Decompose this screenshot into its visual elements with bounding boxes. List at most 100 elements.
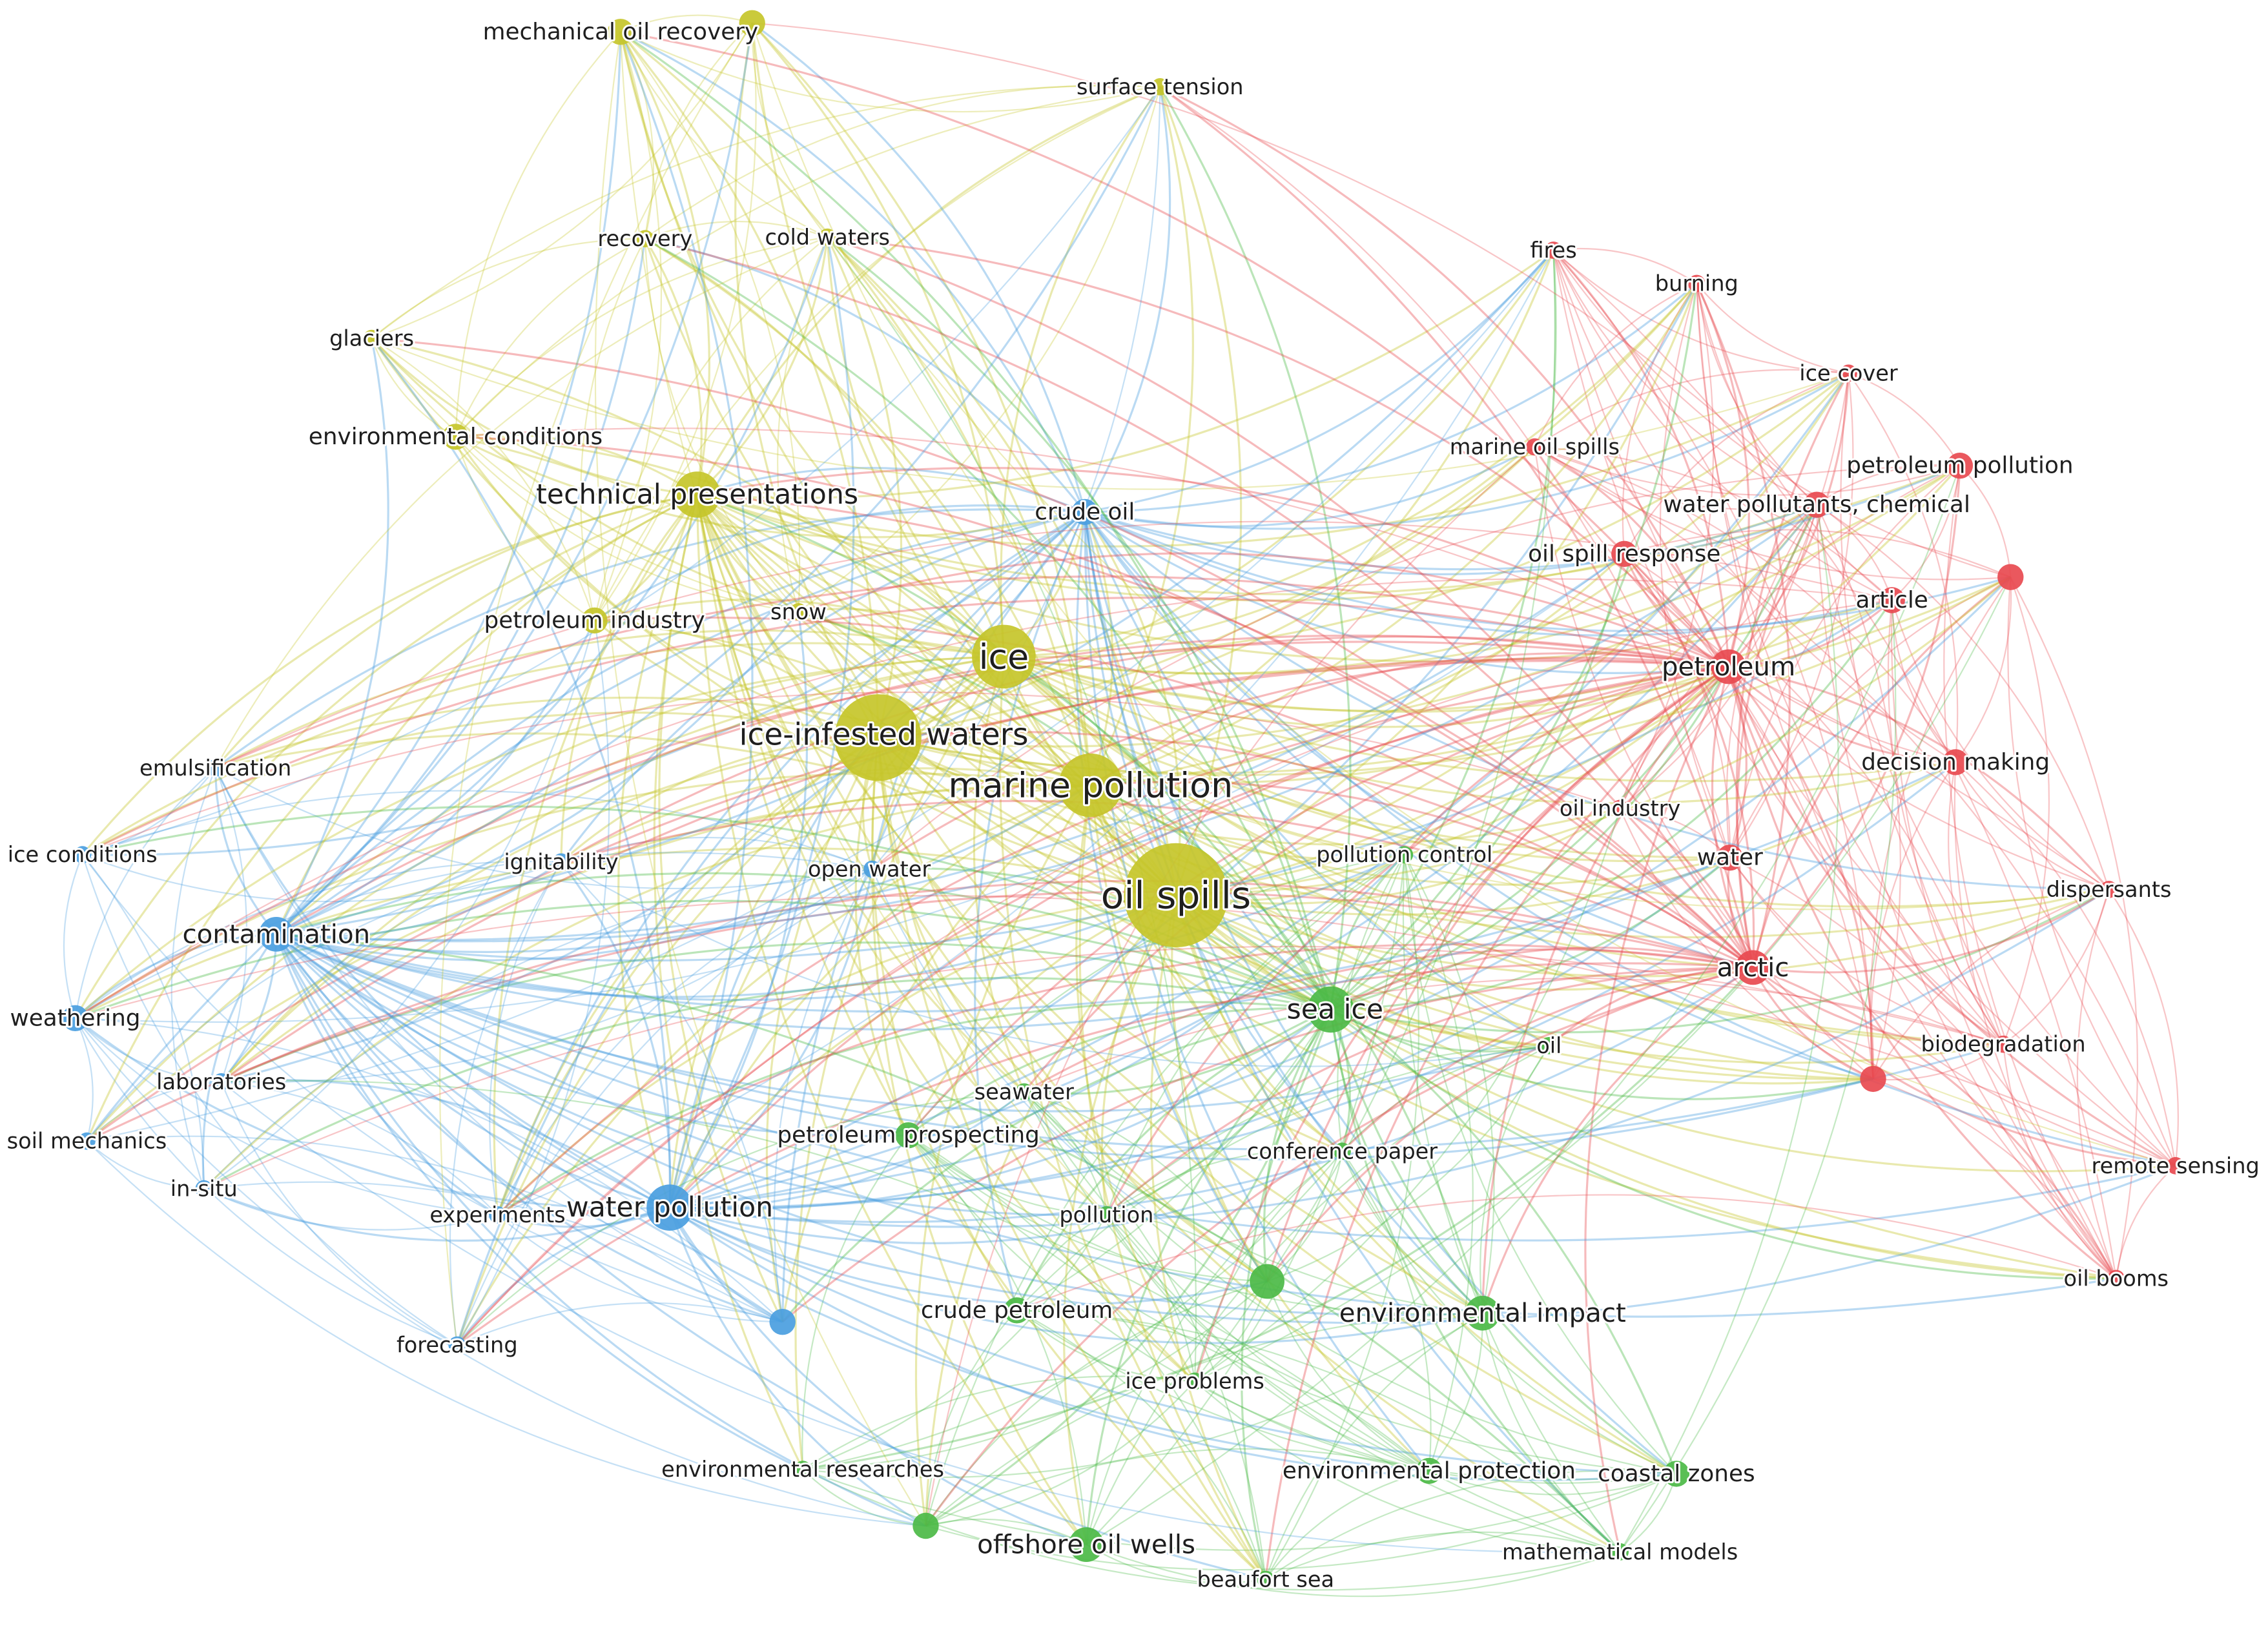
node-forecasting[interactable]: [448, 1336, 466, 1354]
node-environmental-researches[interactable]: [794, 1461, 812, 1479]
link-g-unlabeled-1-environmental-impact: [1266, 1280, 1483, 1321]
node-coastal-zones[interactable]: [1663, 1461, 1690, 1487]
link-seawater-environmental-impact: [1024, 1091, 1483, 1314]
node-oil-spill-response[interactable]: [1611, 540, 1638, 567]
node-beaufort-sea[interactable]: [1257, 1570, 1275, 1588]
node-glaciers[interactable]: [363, 329, 380, 347]
link-oil-spills-experiments: [497, 894, 1177, 1216]
node-g-unlabeled-1[interactable]: [1250, 1264, 1284, 1299]
node-recovery[interactable]: [636, 230, 654, 247]
link-water-pollution-snow: [668, 611, 809, 1209]
node-open-water[interactable]: [863, 860, 881, 878]
node-laboratories[interactable]: [212, 1073, 231, 1091]
node-burning[interactable]: [1687, 274, 1706, 293]
label-offshore-oil-wells: offshore oil wells: [977, 1530, 1195, 1560]
node-pollution[interactable]: [1098, 1206, 1115, 1224]
node-contamination[interactable]: [258, 917, 294, 952]
node-decision-making[interactable]: [1943, 749, 1969, 775]
node-article[interactable]: [1879, 587, 1905, 613]
link-sea-ice-crude-petroleum: [1016, 1008, 1332, 1311]
node-ice-infested-waters[interactable]: [834, 694, 922, 781]
node-petroleum-prospecting[interactable]: [895, 1122, 922, 1149]
link-article-water-pollutants-chemical: [1816, 504, 1893, 601]
node-petroleum-industry[interactable]: [581, 607, 608, 634]
link-r-unlabeled-1-petroleum-pollution: [1959, 465, 2012, 577]
node-environmental-impact[interactable]: [1465, 1295, 1500, 1331]
node-snow[interactable]: [790, 603, 807, 621]
node-oil[interactable]: [1540, 1037, 1558, 1054]
node-dispersants[interactable]: [2100, 881, 2118, 898]
node-ice-problems[interactable]: [1186, 1372, 1204, 1390]
label-burning: burning: [1655, 271, 1738, 296]
node-crude-oil[interactable]: [1071, 498, 1098, 526]
link-arctic-petroleum-industry: [594, 616, 1754, 969]
node-oil-booms[interactable]: [2107, 1269, 2125, 1288]
link-petroleum-industry-y-unlabeled-1: [593, 23, 757, 621]
node-environmental-protection[interactable]: [1416, 1457, 1443, 1484]
node-petroleum-pollution[interactable]: [1946, 453, 1974, 479]
node-ice[interactable]: [972, 624, 1036, 689]
node-in-situ[interactable]: [195, 1180, 213, 1198]
node-pollution-control[interactable]: [1396, 846, 1414, 864]
link-burning-article: [1696, 283, 1893, 601]
node-fires[interactable]: [1545, 241, 1562, 259]
link-ice-infested-waters-r-unlabeled-1: [878, 576, 2012, 776]
node-offshore-oil-wells[interactable]: [1069, 1527, 1104, 1563]
node-crude-petroleum[interactable]: [1004, 1297, 1030, 1324]
node-experiments[interactable]: [489, 1206, 506, 1224]
node-water-pollutants-chemical[interactable]: [1804, 491, 1830, 518]
link-sea-ice-weathering: [74, 899, 1332, 1020]
node-conference-paper[interactable]: [1334, 1142, 1351, 1160]
link-remote-sensing-decision-making: [1955, 761, 2176, 1166]
link-glaciers-ice-cover: [371, 338, 1849, 490]
node-soil-mechanics[interactable]: [77, 1132, 96, 1150]
node-oil-industry[interactable]: [1611, 799, 1629, 817]
node-r-unlabeled-1[interactable]: [1997, 564, 2024, 590]
node-g-unlabeled-2[interactable]: [912, 1512, 939, 1539]
node-marine-oil-spills[interactable]: [1526, 438, 1543, 456]
node-water[interactable]: [1716, 845, 1743, 871]
link-recovery-oil-spills: [644, 238, 1177, 896]
link-arctic-g-unlabeled-2: [925, 966, 1753, 1526]
node-ice-conditions[interactable]: [74, 846, 92, 864]
link-sea-ice-recovery: [644, 238, 1332, 1010]
node-seawater[interactable]: [1015, 1083, 1033, 1101]
node-mathematical-models[interactable]: [1611, 1543, 1629, 1561]
link-surface-tension-ice: [1000, 86, 1161, 657]
link-ice-dispersants: [1003, 655, 2109, 908]
link-sea-ice-burning: [1330, 283, 1698, 1011]
node-weathering[interactable]: [62, 1005, 88, 1032]
node-ignitability[interactable]: [552, 853, 570, 871]
node-environmental-conditions[interactable]: [442, 424, 469, 450]
node-emulsification[interactable]: [207, 759, 225, 777]
link-arctic-surface-tension: [1159, 86, 1755, 968]
node-ice-cover[interactable]: [1840, 364, 1857, 382]
node-mechanical-oil-recovery[interactable]: [607, 19, 634, 45]
link-ice-conditions-surface-tension: [82, 86, 1161, 856]
link-marine-pollution-burning: [1090, 283, 1698, 786]
link-ice-infested-waters-fires: [878, 249, 1554, 739]
node-y-unlabeled-1[interactable]: [739, 10, 765, 36]
node-remote-sensing[interactable]: [2167, 1156, 2185, 1175]
link-marine-pollution-laboratories: [220, 784, 1091, 1083]
node-oil-spills[interactable]: [1124, 843, 1228, 947]
node-biodegradation[interactable]: [1994, 1035, 2012, 1053]
node-water-pollution[interactable]: [646, 1184, 693, 1231]
node-arctic[interactable]: [1735, 950, 1771, 985]
node-sea-ice[interactable]: [1307, 986, 1354, 1033]
link-crude-oil-recovery: [644, 238, 1086, 513]
link-pollution-control-mathematical-models: [1402, 854, 1621, 1552]
link-water-pollution-ice-cover: [669, 372, 1850, 1209]
link-oil-booms-arctic: [1753, 966, 2118, 1279]
node-surface-tension[interactable]: [1151, 77, 1169, 96]
link-water-pollution-open-water: [668, 868, 874, 1209]
link-y-unlabeled-1-forecasting: [439, 23, 753, 1346]
node-technical-presentations[interactable]: [674, 471, 721, 518]
link-glaciers-snow: [371, 338, 799, 613]
node-petroleum[interactable]: [1711, 649, 1746, 684]
node-b-unlabeled-1[interactable]: [769, 1309, 796, 1335]
node-r-unlabeled-2[interactable]: [1860, 1065, 1886, 1093]
link-contamination-b-unlabeled-1: [275, 934, 783, 1323]
node-marine-pollution[interactable]: [1058, 753, 1123, 817]
node-cold-waters[interactable]: [818, 228, 836, 246]
